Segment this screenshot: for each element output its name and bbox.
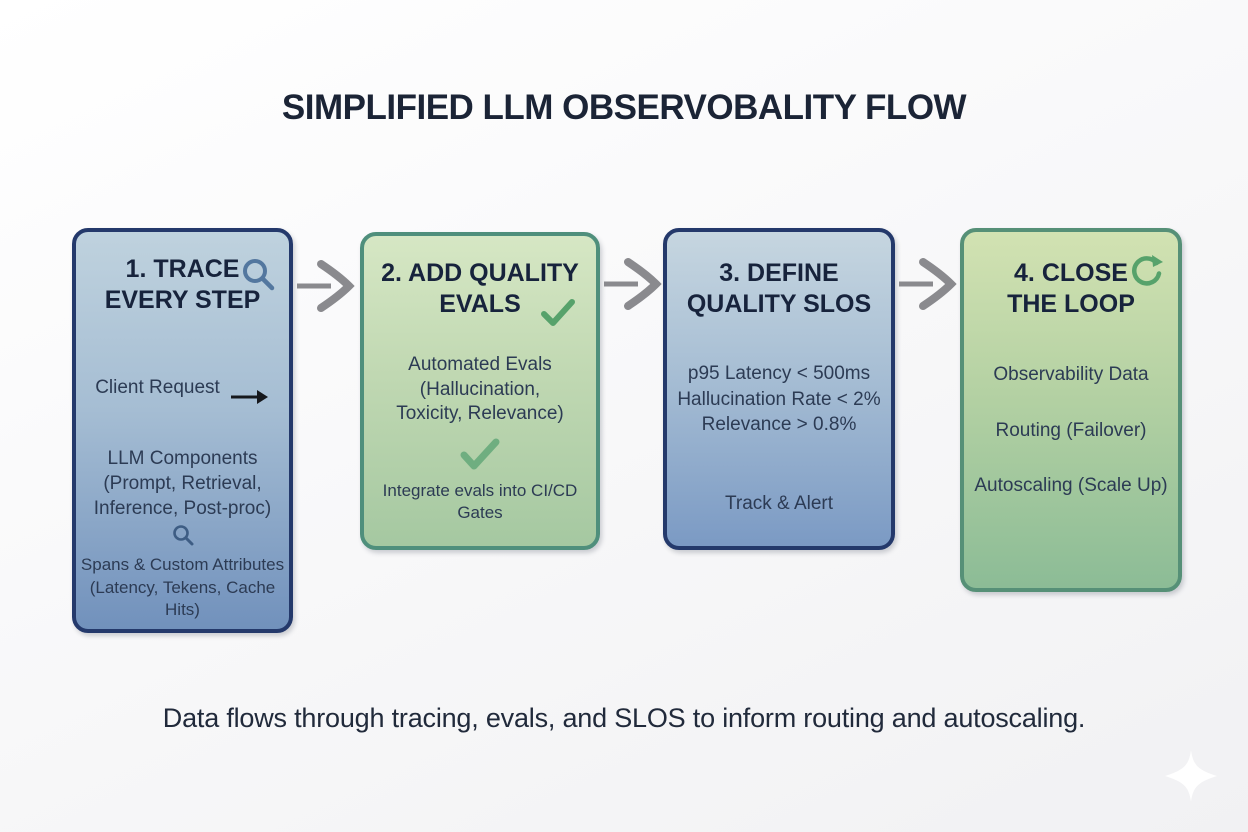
step3-title: 3. DEFINE QUALITY SLOS: [686, 259, 872, 318]
right-arrow-icon: [230, 363, 270, 413]
step-card-add-quality-evals: 2. ADD QUALITY EVALS Automated Evals (Ha…: [360, 232, 600, 550]
step1-client-request-row: Client Request: [76, 363, 289, 413]
diagram-caption: Data flows through tracing, evals, and S…: [162, 703, 1086, 733]
step4-routing-failover: Routing (Failover): [995, 419, 1147, 441]
step1-title: 1. TRACE EVERY STEP: [104, 255, 261, 314]
step1-llm-components: LLM Components (Prompt, Retrieval, Infer…: [93, 448, 272, 519]
step3-track-alert: Track & Alert: [724, 492, 834, 514]
flow-arrow-icon: [899, 254, 961, 314]
step4-autoscaling: Autoscaling (Scale Up): [974, 475, 1168, 497]
step3-slo-thresholds: p95 Latency < 500ms Hallucination Rate <…: [677, 363, 881, 436]
step2-automated-evals: Automated Evals (Hallucination, Toxicity…: [396, 354, 564, 425]
sparkle-icon: [1163, 748, 1219, 804]
step1-spans-attributes: Spans & Custom Attributes (Latency, Teke…: [80, 555, 285, 619]
step4-observability-data: Observability Data: [993, 364, 1149, 385]
loop-refresh-icon: [1128, 254, 1164, 295]
check-icon: [540, 298, 576, 333]
step2-title: 2. ADD QUALITY EVALS: [381, 259, 579, 318]
magnifier-icon: [76, 523, 289, 552]
step-card-define-quality-slos: 3. DEFINE QUALITY SLOS p95 Latency < 500…: [663, 228, 895, 550]
step-card-trace-every-step: 1. TRACE EVERY STEP Client Request LLM C…: [72, 228, 293, 633]
diagram-title: SIMPLIFIED LLM OBSERVOBALITY FLOW: [281, 88, 967, 127]
step2-cicd-gates: Integrate evals into CI/CD Gates: [382, 481, 578, 523]
step1-client-request-label: Client Request: [95, 376, 220, 398]
flow-arrow-icon: [297, 256, 359, 316]
magnifier-icon: [239, 256, 277, 299]
check-icon: [364, 437, 596, 476]
step-card-close-the-loop: 4. CLOSE THE LOOP Observability Data Rou…: [960, 228, 1182, 592]
flow-arrow-icon: [604, 254, 666, 314]
step4-title: 4. CLOSE THE LOOP: [1007, 259, 1135, 318]
